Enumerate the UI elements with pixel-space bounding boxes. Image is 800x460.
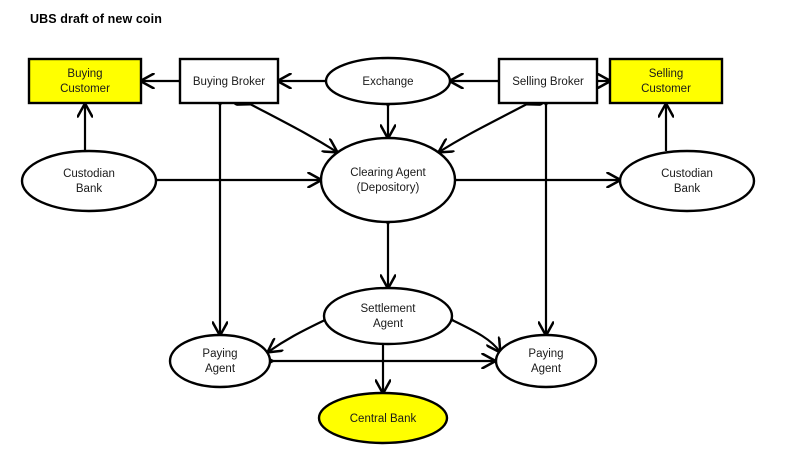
node-shape-exchange: [324, 56, 452, 106]
node-exchange[interactable]: Exchange: [324, 56, 452, 106]
node-label-paying-agent-left: Agent: [205, 363, 236, 375]
page-title: UBS draft of new coin: [30, 12, 162, 26]
node-shape-paying-agent-right: [494, 333, 598, 389]
edge-selling-broker-to-clearing-agent: [439, 104, 527, 152]
node-label-buying-customer: Buying: [67, 68, 102, 80]
node-label-clearing-agent: Clearing Agent: [350, 167, 426, 179]
node-central-bank[interactable]: Central Bank: [317, 391, 449, 445]
node-shape-settlement-agent: [322, 286, 454, 346]
node-label-exchange: Exchange: [362, 76, 413, 88]
node-label-settlement-agent: Agent: [373, 318, 404, 330]
node-label-selling-broker: Selling Broker: [512, 76, 584, 88]
node-label-custodian-bank-left: Custodian: [63, 168, 115, 180]
edge-settlement-agent-to-paying-agent-left: [268, 320, 325, 352]
node-shape-buying-customer: [27, 57, 143, 105]
node-label-selling-customer: Customer: [641, 83, 691, 95]
node-shape-custodian-bank-left: [20, 149, 158, 213]
node-clearing-agent[interactable]: Clearing Agent (Depository): [319, 136, 457, 224]
node-shape-custodian-bank-right: [618, 149, 756, 213]
node-label-settlement-agent: Settlement: [361, 303, 417, 315]
node-label-paying-agent-right: Agent: [531, 363, 562, 375]
node-selling-broker[interactable]: Selling Broker: [497, 57, 599, 105]
node-label-custodian-bank-right: Bank: [674, 183, 700, 195]
node-shape-central-bank: [317, 391, 449, 445]
node-shape-selling-broker: [497, 57, 599, 105]
node-shape-selling-customer: [608, 57, 724, 105]
edges-layer: [85, 81, 666, 393]
node-label-custodian-bank-right: Custodian: [661, 168, 713, 180]
node-buying-broker[interactable]: Buying Broker: [178, 57, 280, 105]
node-label-buying-customer: Customer: [60, 83, 110, 95]
node-label-clearing-agent: (Depository): [357, 182, 420, 194]
node-label-buying-broker: Buying Broker: [193, 76, 265, 88]
node-shape-paying-agent-left: [168, 333, 272, 389]
node-label-selling-customer: Selling: [649, 68, 684, 80]
edge-settlement-agent-to-paying-agent-right: [452, 320, 500, 352]
node-label-paying-agent-right: Paying: [528, 348, 563, 360]
edge-buying-broker-to-clearing-agent: [250, 104, 337, 152]
node-label-custodian-bank-left: Bank: [76, 183, 102, 195]
node-shape-clearing-agent: [319, 136, 457, 224]
node-shape-buying-broker: [178, 57, 280, 105]
node-label-paying-agent-left: Paying: [202, 348, 237, 360]
node-label-central-bank: Central Bank: [350, 413, 417, 425]
